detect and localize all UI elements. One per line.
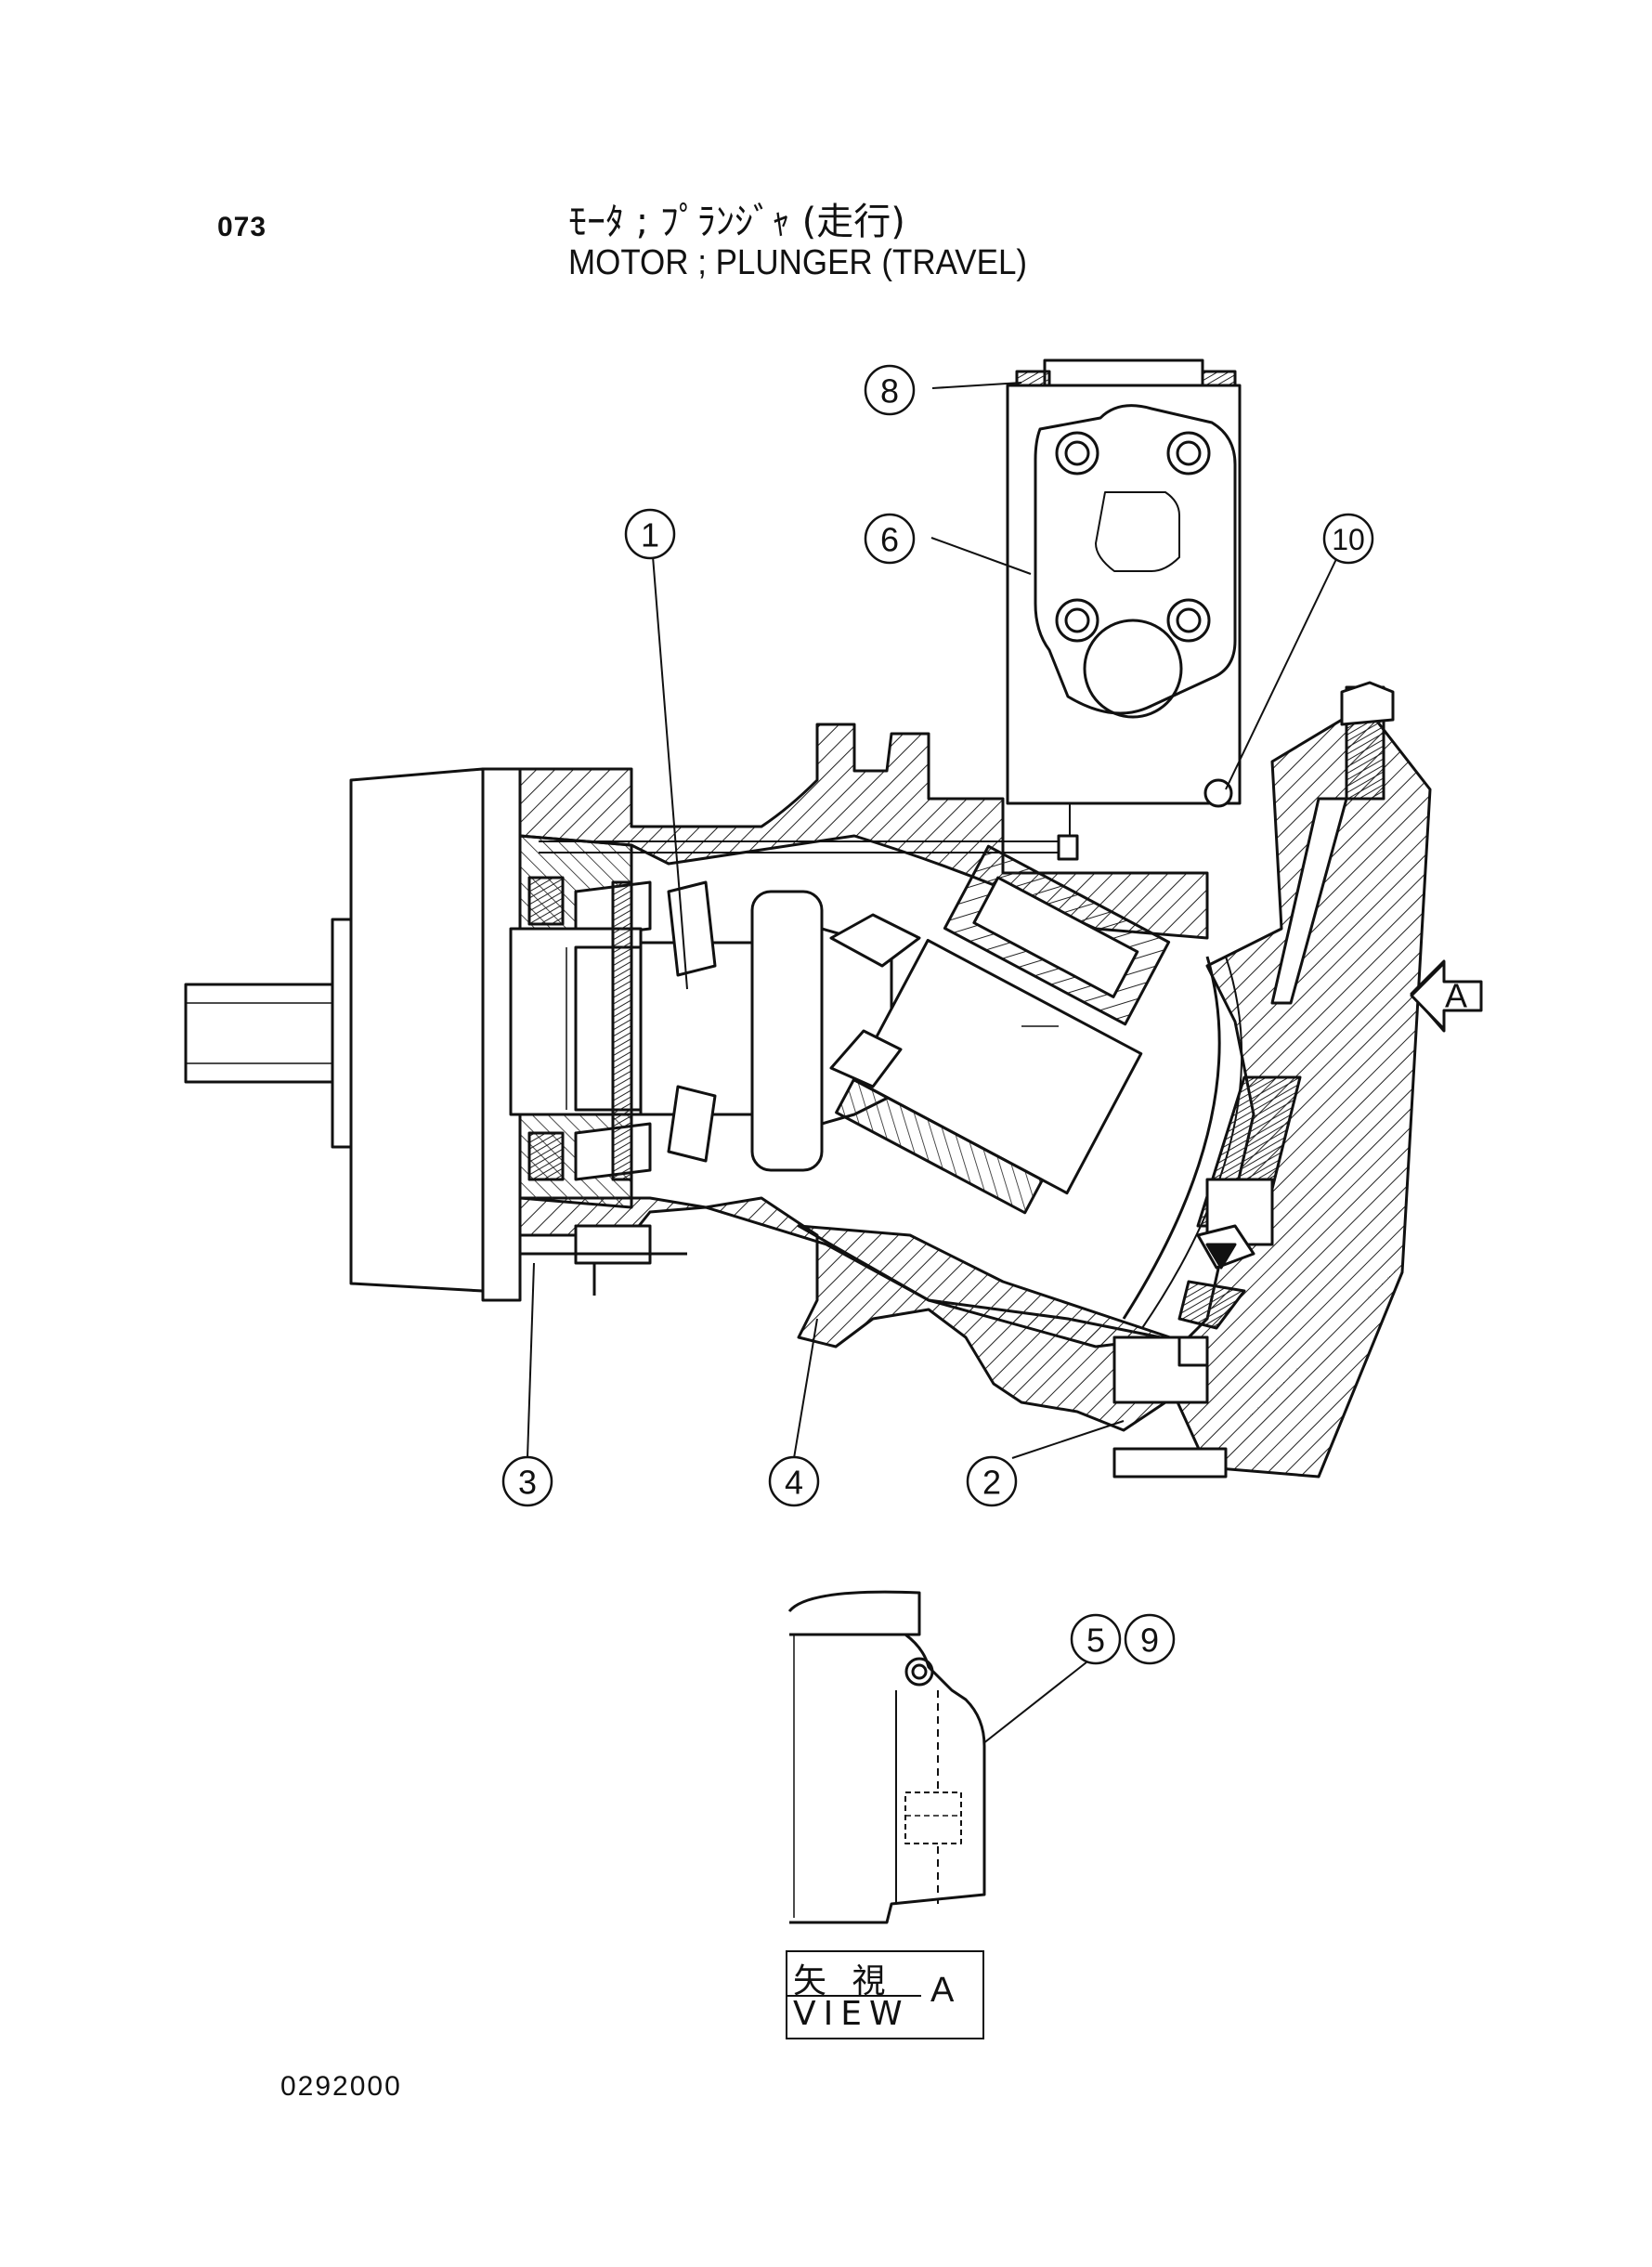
view-a-arrow xyxy=(1410,959,1483,1033)
callout-8-circle xyxy=(864,364,916,416)
callout-5-label: 5 xyxy=(1086,1622,1105,1660)
callout-9-circle xyxy=(1124,1613,1176,1665)
callout-2-label: 2 xyxy=(982,1464,1001,1502)
callout-4-label: 4 xyxy=(785,1464,803,1502)
pistons xyxy=(829,913,1059,1088)
callout-10-label: 10 xyxy=(1332,523,1365,556)
output-shaft xyxy=(184,918,353,1149)
view-label-letter: A xyxy=(930,1971,955,2010)
callout-6-label: 6 xyxy=(880,521,899,559)
callout-4-circle xyxy=(768,1455,820,1507)
end-cover xyxy=(1112,681,1432,1479)
callout-6-circle xyxy=(864,513,916,565)
title-english: MOTOR ; PLUNGER (TRAVEL) xyxy=(568,243,1028,282)
front-cover xyxy=(349,767,522,1302)
callout-10-circle xyxy=(1322,513,1374,565)
callout-3-label: 3 xyxy=(518,1464,537,1502)
view-label-divider xyxy=(787,1995,921,1997)
drive-shaft xyxy=(509,880,939,1181)
callout-5-circle xyxy=(1070,1613,1122,1665)
callout-3-circle xyxy=(501,1455,553,1507)
view-a-label: 矢 視 VIEW A xyxy=(786,1950,984,2039)
title-japanese: ﾓｰﾀ ; ﾌﾟﾗﾝｼﾞｬ (走行) xyxy=(568,201,905,243)
page-number: 073 xyxy=(217,212,267,242)
view-a-detail xyxy=(787,1590,986,1924)
document-number: 0292000 xyxy=(280,2071,402,2102)
callout-2-circle xyxy=(966,1455,1018,1507)
callout-8-label: 8 xyxy=(880,372,899,410)
callout-circles xyxy=(501,364,1374,1665)
callout-9-label: 9 xyxy=(1140,1622,1159,1660)
view-label-japanese: 矢 視 xyxy=(793,1962,893,2000)
callout-1-circle xyxy=(624,508,676,560)
view-label-english: VIEW xyxy=(793,1995,910,2033)
view-arrow-label: A xyxy=(1445,977,1467,1015)
cylinder-block xyxy=(835,844,1171,1215)
callout-1-label: 1 xyxy=(641,516,659,554)
valve-block xyxy=(539,358,1242,861)
